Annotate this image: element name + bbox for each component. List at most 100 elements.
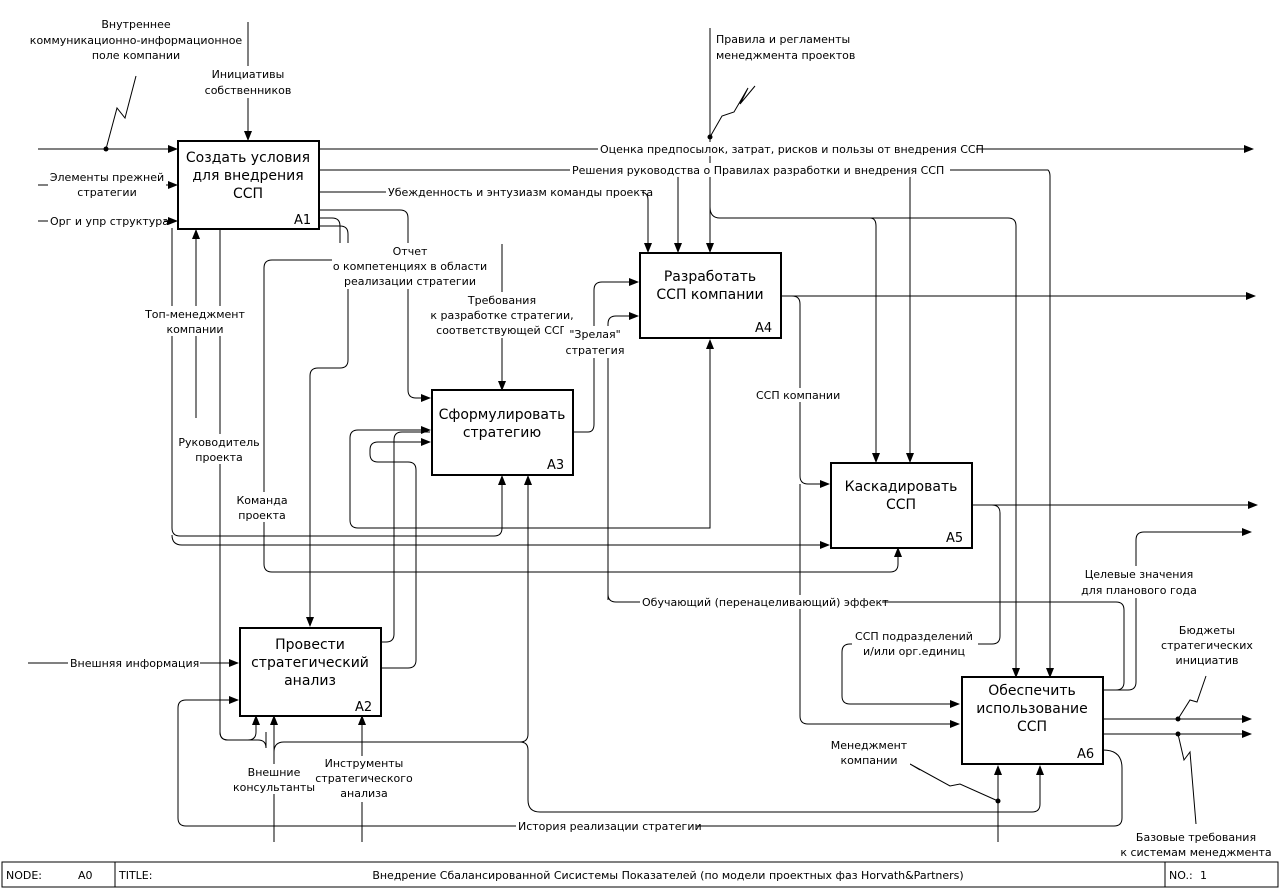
box-a2-line-1: Провести [275,637,345,653]
label-prev-elements-2: стратегии [77,186,136,199]
arrow-team-a2 [306,225,349,627]
footer-no-label: NO.: [1169,869,1193,882]
arrow-project-lead-a2 [219,690,260,741]
arrow-a2-up [349,339,714,529]
box-a6-line-1: Обеспечить [988,683,1076,699]
label-tools-2: стратегического [315,772,413,785]
label-project-team-2: проекта [238,509,285,522]
label-external-info: Внешняя информация [70,657,199,670]
box-a1-line-3: ССП [233,186,263,202]
box-a3[interactable]: Сформулировать стратегию A3 [431,389,574,476]
label-owner-initiatives-2: собственников [205,84,292,97]
footer-no-value: 1 [1200,869,1207,882]
arrow-targets [1103,528,1252,691]
arrow-a2-to-a3-2 [369,438,431,669]
label-internal-field-2: коммуникационно-информационное [30,34,243,47]
arrow-mgmt-decisions [319,169,1054,678]
label-targets-1: Целевые значения [1085,568,1194,581]
label-base-req-1: Базовые требования [1136,831,1256,844]
box-a6-line-3: ССП [1017,719,1047,735]
box-a4-line-1: Разработать [664,269,756,285]
footer-node-label: NODE: [6,869,42,882]
junction-dot [103,146,109,152]
arrow-a2-to-a3-1 [381,431,430,643]
label-report-3: реализации стратегии [344,275,476,288]
label-mature-1: "Зрелая" [569,328,620,341]
arrow-labels: Внутреннее коммуникационно-информационно… [30,14,1272,860]
label-requirements-3: соответствующей ССП [436,324,568,337]
label-targets-2: для планового года [1081,584,1197,597]
label-org-structure: Орг и упр структура [50,215,169,228]
arrow-top-mgmt-a5 [171,534,830,549]
label-prev-elements-1: Элементы прежней [50,171,164,184]
box-a2[interactable]: Провести стратегический анализ A2 [239,627,382,717]
label-company-mgmt-2: компании [840,754,897,767]
label-budgets-2: стратегических [1161,639,1253,652]
footer-title-label: TITLE: [118,869,152,882]
box-a1[interactable]: Создать условия для внедрения ССП A1 [177,140,320,230]
label-requirements-1: Требования [467,294,536,307]
box-a2-line-2: стратегический [251,655,369,671]
arrow-history [177,696,1123,827]
label-assessment: Оценка предпосылок, затрат, рисков и пол… [600,143,984,156]
label-base-req-2: к системам менеджмента [1120,846,1271,859]
label-learning-effect: Обучающий (перенацеливающий) эффект [642,596,889,609]
arrow-internal-field-squiggle [105,75,137,150]
arrow-loop-bottom [519,741,1044,813]
label-report-1: Отчет [393,245,428,258]
label-internal-field-1: Внутреннее [101,18,171,31]
label-rules-1: Правила и регламенты [716,33,850,46]
label-requirements-2: к разработке стратегии, [430,309,573,322]
label-owner-initiatives-1: Инициативы [212,68,285,81]
arrow-company-mgmt-squiggle [909,763,999,802]
label-project-team-1: Команда [236,494,287,507]
footer-frame: NODE: A0 TITLE: Внедрение Сбалансированн… [1,861,1279,888]
box-a5-id: A5 [946,531,963,546]
box-a1-line-1: Создать условия [186,150,310,166]
label-top-mgmt-1: Топ-менеджмент [144,308,245,321]
arrow-mature-loop [607,312,639,600]
box-a1-line-2: для внедрения [192,168,303,184]
arrow-project-team [263,217,902,573]
label-internal-field-3: поле компании [92,49,180,62]
arrow-rules-squiggle [709,85,756,138]
label-history: История реализации стратегии [518,820,702,833]
box-a4[interactable]: Разработать ССП компании A4 [639,252,782,339]
label-budgets-1: Бюджеты [1179,624,1235,637]
box-a5-line-1: Каскадировать [845,479,958,495]
box-a1-id: A1 [294,213,311,228]
box-a2-id: A2 [355,700,372,715]
label-mgmt-decisions: Решения руководства о Правилах разработк… [572,164,944,177]
label-rules-2: менеджмента проектов [716,49,855,62]
box-a4-id: A4 [755,321,772,336]
box-a5-line-2: ССП [886,497,916,513]
box-a6-line-2: использование [976,701,1087,717]
footer-title-value: Внедрение Сбалансированной Сисистемы Пок… [372,869,963,882]
label-budgets-3: инициатив [1176,654,1239,667]
label-company-mgmt-1: Менеджмент [831,739,908,752]
footer-node-value: A0 [78,869,93,882]
arrow-report [319,209,431,402]
label-external-consultants-1: Внешние [248,766,301,779]
label-tools-1: Инструменты [325,757,404,770]
box-a5[interactable]: Каскадировать ССП A5 [830,462,973,549]
box-a3-id: A3 [547,458,564,473]
box-a6[interactable]: Обеспечить использование ССП A6 [961,676,1104,765]
label-external-consultants-2: консультанты [233,781,315,794]
label-top-mgmt-2: компании [166,323,223,336]
box-a3-line-2: стратегию [463,425,542,441]
label-mature-2: стратегия [566,344,625,357]
label-report-2: о компетенциях в области [333,260,487,273]
label-project-lead-2: проекта [195,451,242,464]
label-tools-3: анализа [340,787,387,800]
label-project-lead-1: Руководитель [178,436,259,449]
arrow-top-mgmt-loop [171,228,506,537]
box-a4-line-2: ССП компании [656,287,763,303]
box-a6-id: A6 [1077,747,1094,762]
label-unit-bsc-2: и/или орг.единиц [863,645,965,658]
arrow-budgets-squiggle [1177,675,1207,720]
label-conviction: Убежденность и энтузиазм команды проекта [388,186,653,199]
arrow-bsc-to-a6 [799,484,960,728]
arrow-base-req-squiggle [1177,733,1197,825]
